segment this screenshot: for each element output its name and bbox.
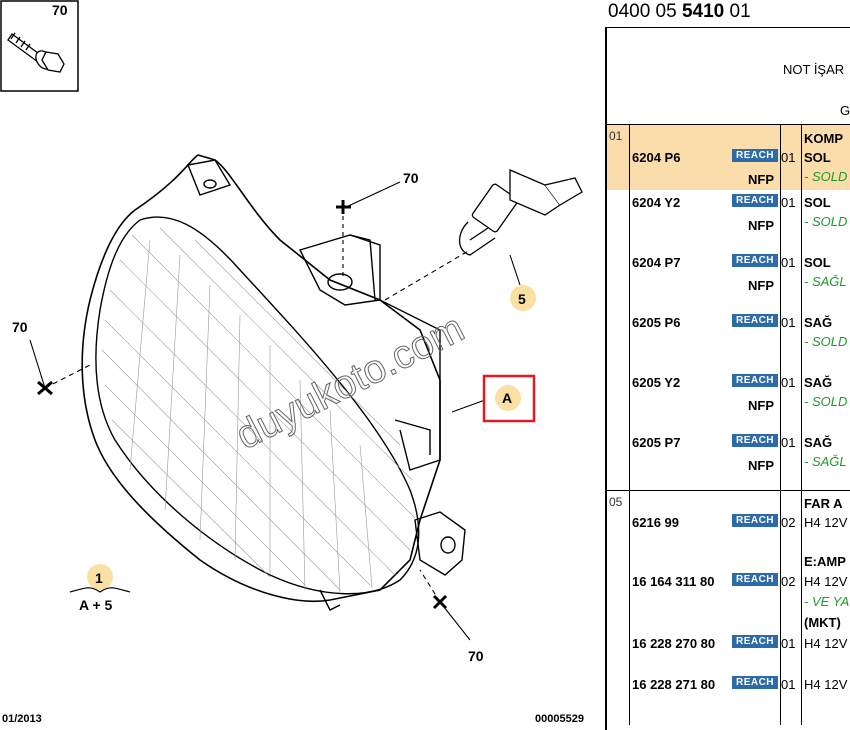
quantity: 01 — [781, 150, 796, 165]
callout-1[interactable]: 1 — [95, 570, 103, 586]
description: SAĞ — [804, 375, 833, 390]
group-number: 01 — [609, 129, 623, 143]
drawing-number: 00005529 — [535, 713, 584, 725]
row-title: KOMP — [804, 131, 843, 146]
description: SOL — [804, 195, 831, 210]
row-note: - SOLD — [804, 214, 848, 229]
callout-5[interactable]: 5 — [518, 291, 526, 307]
quantity: 02 — [781, 515, 796, 530]
callout-70-bottom[interactable]: 70 — [468, 648, 484, 664]
diagram-date: 01/2013 — [2, 713, 42, 725]
part-number[interactable]: 6204 P7 — [632, 255, 681, 270]
callout-70-top[interactable]: 70 — [403, 170, 419, 186]
headlamp-drawing[interactable] — [81, 154, 466, 611]
thumbnail-callout: 70 — [52, 2, 68, 18]
quantity: 01 — [781, 375, 796, 390]
reach-badge: REACH — [732, 434, 778, 447]
watermark: duyukoto.com — [229, 306, 471, 458]
reach-badge: REACH — [732, 514, 778, 527]
row-note: - SOLD — [804, 334, 848, 349]
row-note: - VE YA — [804, 594, 850, 609]
description: H4 12V — [804, 636, 848, 651]
reach-badge: REACH — [732, 573, 778, 586]
reach-badge: REACH — [732, 314, 778, 327]
description: H4 12V — [804, 677, 848, 692]
header-note: NOT İŞAR — [783, 62, 845, 77]
header-g: G — [840, 103, 850, 118]
row-note: - SAĞL — [804, 454, 847, 469]
quantity: 01 — [781, 195, 796, 210]
part-number[interactable]: 6204 Y2 — [632, 195, 681, 210]
reach-badge: REACH — [732, 194, 778, 207]
badge-5 — [510, 285, 536, 311]
part-number[interactable]: 6205 P6 — [632, 315, 681, 330]
reach-badge: REACH — [732, 149, 778, 162]
nfp-label: NFP — [748, 172, 774, 187]
parts-diagram: 70 — [0, 0, 584, 725]
part-number[interactable]: 6216 99 — [632, 515, 679, 530]
description: SAĞ — [804, 435, 833, 450]
badge-a — [495, 385, 521, 411]
nfp-label: NFP — [748, 218, 774, 233]
part-number[interactable]: 16 228 271 80 — [632, 677, 716, 692]
parts-table: 0400 05 5410 01 NOT İŞAR G 01 05 KOMP 62… — [605, 0, 850, 730]
part-number[interactable]: 6205 Y2 — [632, 375, 681, 390]
quantity: 02 — [781, 574, 796, 589]
reach-badge: REACH — [732, 635, 778, 648]
quantity: 01 — [781, 636, 796, 651]
part-number[interactable]: 6205 P7 — [632, 435, 681, 450]
row-note: - SOLD — [804, 394, 848, 409]
nfp-label: NFP — [748, 398, 774, 413]
part-number[interactable]: 16 164 311 80 — [632, 574, 715, 589]
nfp-label: NFP — [748, 278, 774, 293]
table-row-selected[interactable] — [605, 125, 850, 190]
highlight-box[interactable] — [482, 374, 536, 423]
callout-a[interactable]: A — [502, 390, 512, 406]
quantity: 01 — [781, 677, 796, 692]
quantity: 01 — [781, 435, 796, 450]
callout-70-left[interactable]: 70 — [12, 319, 28, 335]
description: SAĞ — [804, 315, 833, 330]
row-title: FAR A — [804, 496, 843, 511]
reach-badge: REACH — [732, 676, 778, 689]
row-note: - SOLD — [804, 169, 848, 184]
reach-badge: REACH — [732, 374, 778, 387]
brace-shape — [69, 587, 131, 593]
fastener-markers — [37, 200, 448, 610]
formula-a-plus-5: A + 5 — [79, 597, 113, 613]
nfp-label: NFP — [748, 458, 774, 473]
reference-number: 0400 05 5410 01 — [608, 1, 751, 22]
part-number[interactable]: 16 228 270 80 — [632, 636, 716, 651]
row-note: - SAĞL — [804, 274, 847, 289]
description: H4 12V — [804, 515, 848, 530]
leader-lines — [29, 181, 521, 641]
quantity: 01 — [781, 315, 796, 330]
description: H4 12V — [804, 574, 848, 589]
bolt-icon — [7, 32, 65, 73]
description: SOL — [804, 150, 831, 165]
badge-1 — [87, 564, 113, 590]
part-number[interactable]: 6204 P6 — [632, 150, 681, 165]
quantity: 01 — [781, 255, 796, 270]
row-title: E:AMP — [804, 554, 846, 569]
reach-badge: REACH — [732, 254, 778, 267]
bulb-drawing[interactable] — [458, 169, 583, 256]
bolt-thumbnail[interactable]: 70 — [0, 0, 79, 92]
row-extra: (MKT) — [804, 615, 841, 630]
group-number: 05 — [609, 495, 623, 509]
description: SOL — [804, 255, 831, 270]
